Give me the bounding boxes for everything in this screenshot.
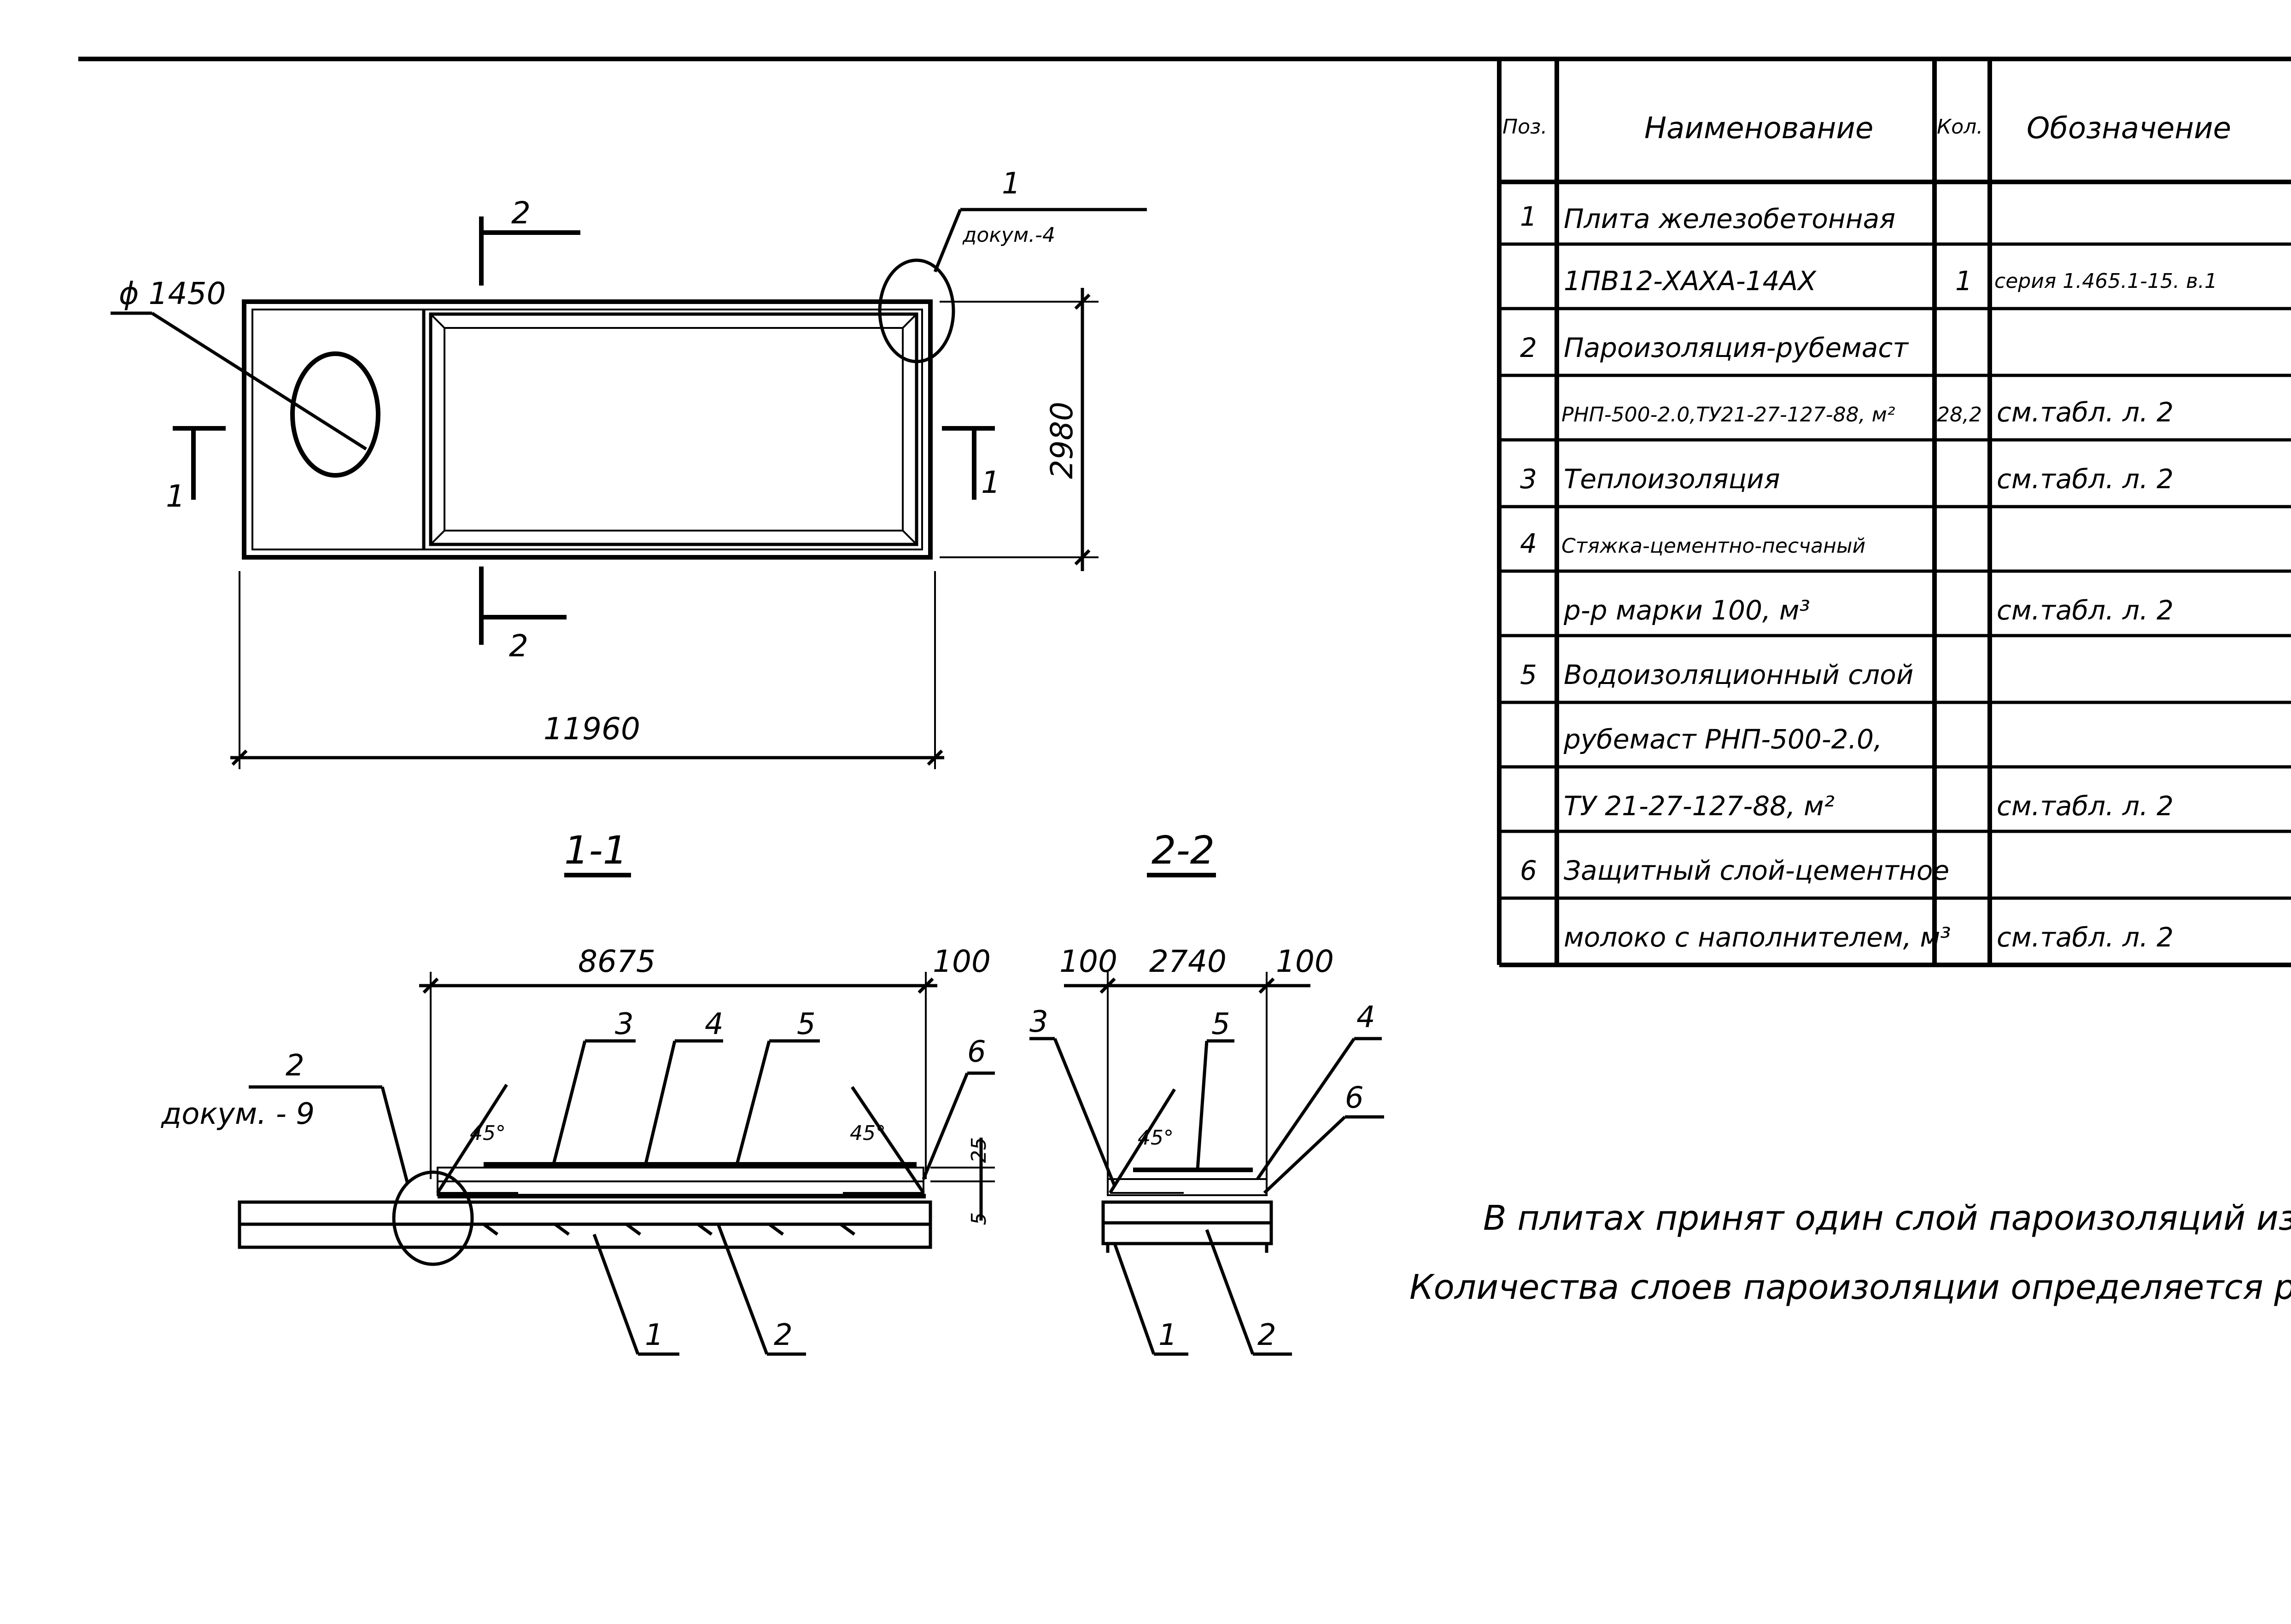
table-row-name: р-р марки 100, м³ xyxy=(1563,595,1810,626)
section-2-mark-3: 3 xyxy=(1029,1005,1048,1039)
section-1-side-dim: 100 xyxy=(933,944,991,979)
section-1-angle-left: 45° xyxy=(470,1122,506,1145)
table-row-pos: 4 xyxy=(1520,528,1537,559)
table-row-name: Защитный слой-цементное xyxy=(1564,855,1949,886)
cut-2-bottom-label: 2 xyxy=(509,628,528,664)
table-header-pos: Поз. xyxy=(1502,115,1547,139)
plan-round-hole xyxy=(290,351,380,478)
table-row-name: Стяжка-цементно-песчаный xyxy=(1561,534,1865,558)
table-row-qty: 1 xyxy=(1955,265,1972,297)
table-row-qty: 28,2 xyxy=(1937,403,1982,426)
table-row-name: Плита железобетонная xyxy=(1564,203,1895,234)
section-1-callout-ref: докум. - 9 xyxy=(161,1097,315,1131)
section-1-callout-circle xyxy=(392,1170,474,1266)
section-1-angle-right: 45° xyxy=(850,1122,886,1145)
section-1-mark-5: 5 xyxy=(797,1007,816,1041)
table-header-name: Наименование xyxy=(1644,111,1873,146)
plan-width-dim: 11960 xyxy=(544,711,640,747)
table-row-pos: 1 xyxy=(1520,201,1537,232)
table-row-pos: 5 xyxy=(1520,659,1537,690)
table-row-designation: см.табл. л. 2 xyxy=(1997,595,2174,626)
table-row-designation: см.табл. л. 2 xyxy=(1997,790,2174,822)
table-row-name: рубемаст РНП-500-2.0, xyxy=(1563,724,1882,755)
section-2-left-dim: 100 xyxy=(1059,944,1117,979)
section-2-mark-4: 4 xyxy=(1356,1000,1375,1034)
cut-1-right-label: 1 xyxy=(981,465,1000,500)
table-row-name: Водоизоляционный слой xyxy=(1564,659,1913,690)
plan-opening-inner xyxy=(444,327,904,532)
section-1-dim-25: 25 xyxy=(967,1137,991,1163)
section-2-2: 2-2 2740 100 100 45° 3 5 4 6 1 xyxy=(1029,828,1384,1356)
note-line-2: Количества слоев пароизоляции определяет… xyxy=(1409,1268,2291,1307)
plan-opening-outer xyxy=(429,312,918,546)
plan-height-dim: 2980 xyxy=(1044,402,1080,479)
table-row-designation: см.табл. л. 2 xyxy=(1997,397,2174,428)
diameter-leader xyxy=(151,312,367,450)
section-1-mark-6: 6 xyxy=(967,1035,986,1069)
table-header-qty: Кол. xyxy=(1937,115,1983,139)
section-1-mark-4: 4 xyxy=(705,1007,724,1041)
specification-table: Поз. Наименование Кол. Обозначение 1 Пли… xyxy=(1497,59,2291,967)
table-row-pos: 6 xyxy=(1520,855,1537,886)
section-2-main-dim: 2740 xyxy=(1149,944,1227,979)
section-1-1: 1-1 8675 100 45° 45° 25 5 xyxy=(161,828,995,1356)
cut-2-top-label: 2 xyxy=(511,195,531,231)
table-row-name: ТУ 21-27-127-88, м² xyxy=(1564,790,1835,822)
table-row-name: Теплоизоляция xyxy=(1564,463,1780,495)
section-2-angle: 45° xyxy=(1138,1126,1174,1150)
section-2-mark-2: 2 xyxy=(1257,1318,1276,1352)
plan-callout-ref: докум.-4 xyxy=(962,223,1055,247)
section-2-mark-1: 1 xyxy=(1158,1318,1177,1352)
plan-view: ϕ 1450 1 докум.-4 1 1 2 2 11960 2 xyxy=(111,167,1147,769)
table-row-name: 1ПВ12-XAXA-14AX xyxy=(1564,265,1817,297)
section-1-1-title: 1-1 xyxy=(564,828,627,873)
table-row-name: РНП-500-2.0,ТУ21-27-127-88, м² xyxy=(1561,403,1895,426)
table-row-pos: 2 xyxy=(1520,332,1537,363)
table-row-name: Пароизоляция-рубемаст xyxy=(1564,332,1909,363)
section-1-main-dim: 8675 xyxy=(578,944,655,979)
table-row-name: молоко с наполнителем, м³ xyxy=(1564,922,1951,953)
section-1-mark-1: 1 xyxy=(645,1318,664,1352)
cut-1-left-label: 1 xyxy=(166,479,185,514)
table-header-designation: Обозначение xyxy=(2027,111,2231,146)
section-1-mark-3: 3 xyxy=(615,1007,634,1041)
plan-slab-outline xyxy=(242,299,933,560)
detail-callout-circle xyxy=(878,258,955,363)
note-line-1: В плитах принят один слой пароизоляций и… xyxy=(1483,1198,2291,1238)
section-2-right-dim: 100 xyxy=(1276,944,1334,979)
table-row-pos: 3 xyxy=(1520,463,1537,495)
table-row-designation: см.табл. л. 2 xyxy=(1997,922,2174,953)
plan-callout-number: 1 xyxy=(1002,167,1021,201)
section-2-mark-5: 5 xyxy=(1211,1007,1230,1041)
section-1-callout-number: 2 xyxy=(286,1049,304,1083)
section-2-mark-6: 6 xyxy=(1345,1081,1364,1115)
table-row-designation: см.табл. л. 2 xyxy=(1997,463,2174,495)
section-2-2-title: 2-2 xyxy=(1151,828,1215,873)
table-row-designation: серия 1.465.1-15. в.1 xyxy=(1994,269,2217,293)
diameter-label: ϕ 1450 xyxy=(119,276,226,311)
plan-slab-inner xyxy=(251,309,923,550)
section-1-dim-5: 5 xyxy=(967,1212,991,1225)
section-1-mark-2: 2 xyxy=(774,1318,793,1352)
